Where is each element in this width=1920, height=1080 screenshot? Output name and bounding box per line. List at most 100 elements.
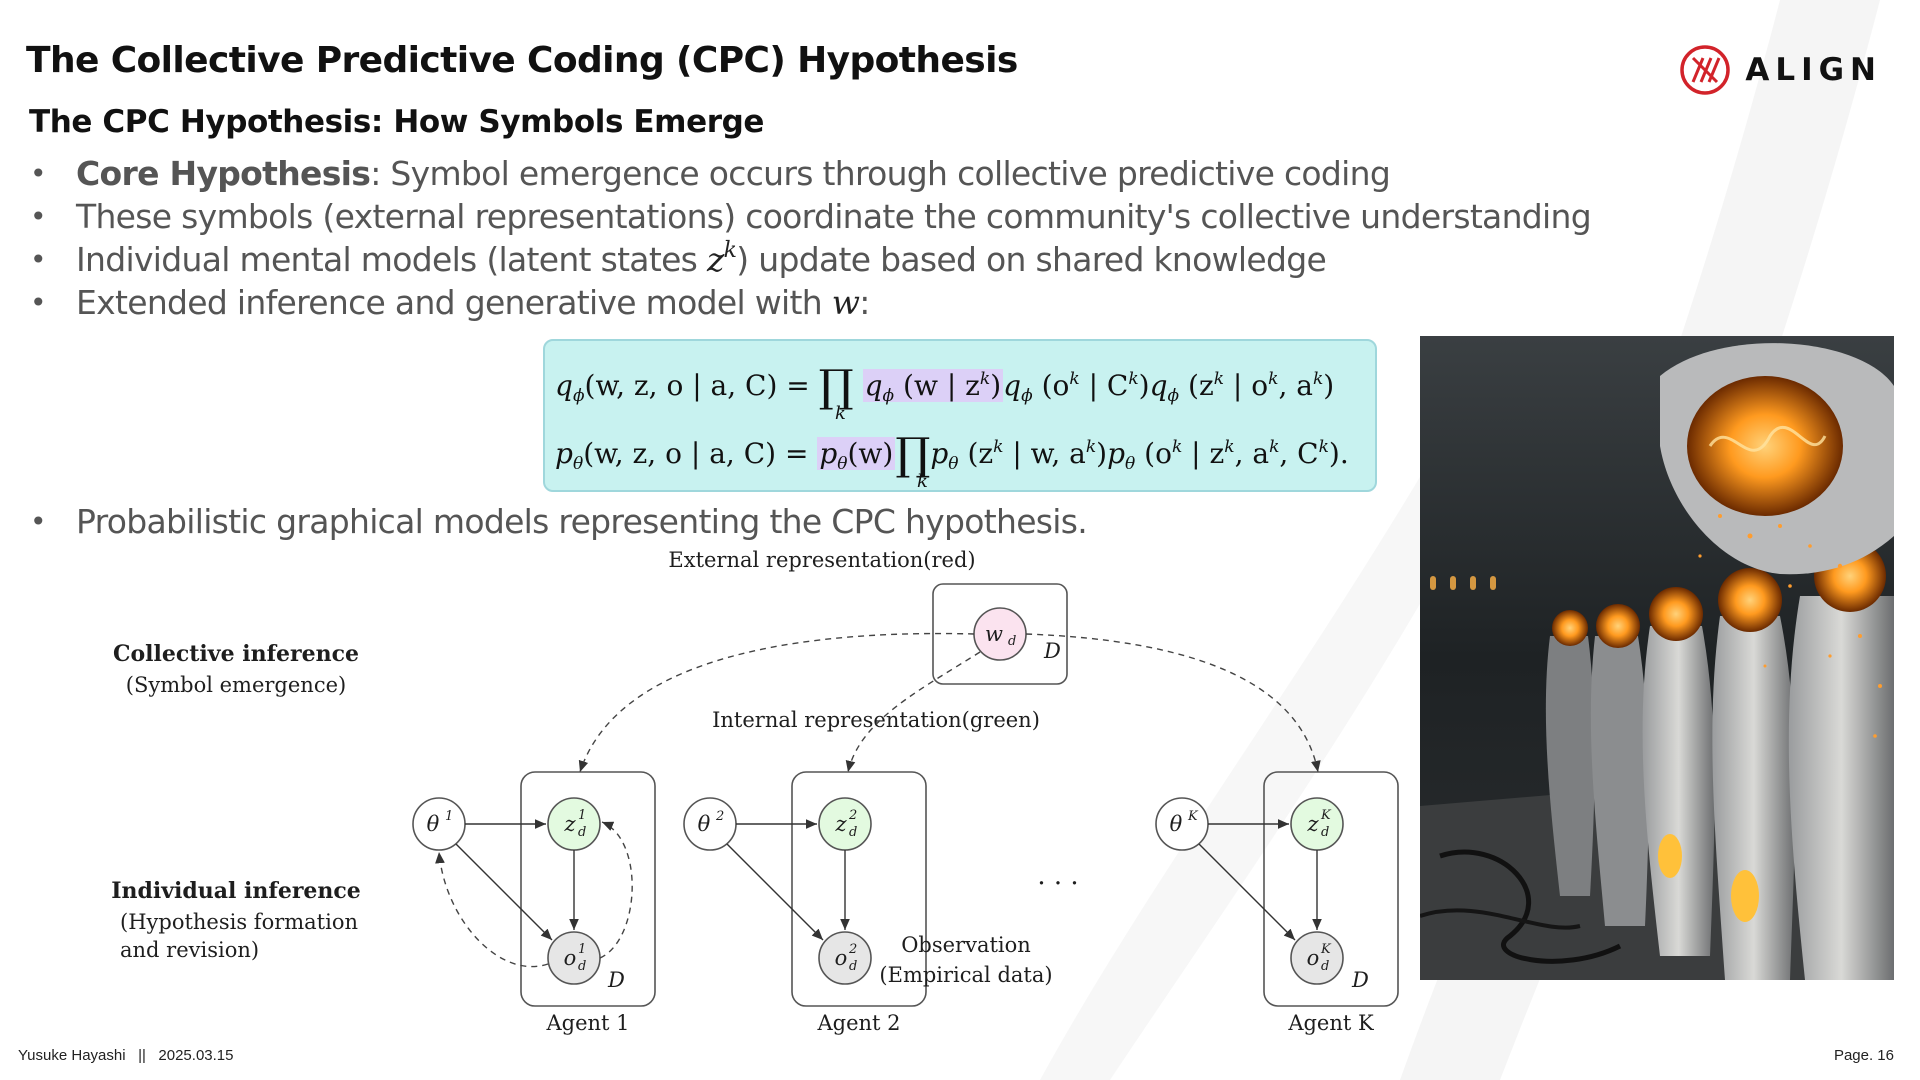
bullet-extended-model: Extended inference and generative model … [28,281,1628,324]
eq-args: (o [1033,369,1070,402]
agent1-theta-sup: 1 [445,809,453,824]
footer-author: Yusuke Hayashi [18,1047,126,1064]
agent2-name: Agent 2 [816,1011,900,1035]
eq-sup: k [1069,369,1079,389]
agentK-z-label: z [1306,812,1319,836]
eq-args: | z [1182,437,1224,470]
eq-sup: k [1172,437,1182,457]
eq-args: , a [1278,369,1313,402]
individual-inference-sub2: and revision) [120,938,259,962]
eq-args: | o [1224,369,1268,402]
eq-args: , a [1235,437,1270,470]
eq-sup: k [980,369,990,389]
agent1-plate-label: D [607,968,625,992]
agents-ellipsis: · · · [1037,869,1078,899]
link-w-agent1 [580,634,974,772]
eq-phi: ϕ [1021,386,1033,406]
footer-date: 2025.03.15 [158,1047,233,1064]
external-representation-label: External representation(red) [668,548,975,572]
eq-sup: k [993,437,1003,457]
eq-sup: k [1214,369,1224,389]
eq-p: p [1107,437,1125,470]
slide-subtitle: The CPC Hypothesis: How Symbols Emerge [29,104,764,140]
eq-theta: θ [837,454,847,474]
agent1-z-sup: 1 [578,808,586,823]
footer-page-number: Page. 16 [1834,1047,1894,1064]
agent2-theta-label: θ [698,812,711,836]
edge-theta2-o2 [727,844,823,940]
internal-representation-label: Internal representation(green) [712,708,1040,732]
agentK-o-sub: d [1321,959,1329,974]
agent2-o-sup: 2 [848,942,857,957]
agentK-theta-label: θ [1170,812,1183,836]
agentK-theta-sup: K [1187,809,1199,824]
bullet-text: : [859,283,869,322]
eq-args: (z [959,437,994,470]
observation-label: Observation [901,933,1031,957]
eq-q: q [555,369,573,402]
eq-q: q [1003,369,1021,402]
agent2-theta-sup: 2 [715,809,724,824]
individual-inference-title: Individual inference [111,878,361,904]
bullet-text: ) update based on shared knowledge [736,240,1326,279]
edge-theta1-o1 [456,844,552,940]
equation-generative: pθ(w, z, o | a, C) = pθ(w)∏kpθ (zk | w, … [555,423,1349,474]
agent2-o-label: o [835,946,848,970]
eq-p: p [819,437,837,470]
eq-args: | C [1080,369,1129,402]
bullet-list-2: Probabilistic graphical models represent… [28,500,1328,543]
agentK-o-label: o [1307,946,1320,970]
eq-sup: k [1268,369,1278,389]
bullet-text: Extended inference and generative model … [76,283,832,322]
eq-sup: k [1128,369,1138,389]
agentK-name: Agent K [1287,1011,1374,1035]
bullet-core-hypothesis: Core Hypothesis: Symbol emergence occurs… [28,152,1628,195]
agent2-z-sub: d [849,825,857,840]
bullet-graphical-models: Probabilistic graphical models represent… [28,500,1328,543]
agentK-z-sup: K [1320,808,1332,823]
robots-with-glowing-brains-image [1420,336,1894,980]
collective-inference-title: Collective inference [113,641,359,667]
equation-inference: qϕ(w, z, o | a, C) = ∏k qϕ (w | zk)qϕ (o… [555,355,1334,406]
eq-q: q [865,369,883,402]
eq-prod-index: k [917,471,928,492]
agentK-o-sup: K [1320,942,1332,957]
eq-theta: θ [573,454,583,474]
eq-phi: ϕ [883,386,895,406]
slide-title: The Collective Predictive Coding (CPC) H… [26,40,1018,81]
eq-sup: k [1269,437,1279,457]
eq-args: (z [1179,369,1214,402]
bullet-text: Probabilistic graphical models represent… [76,502,1087,541]
agent1-theta-label: θ [427,812,440,836]
agent1-z-label: z [563,812,576,836]
eq-sup: k [1313,369,1323,389]
bullet-symbols: These symbols (external representations)… [28,195,1628,238]
eq-phi: ϕ [573,386,585,406]
eq-q: q [1150,369,1168,402]
agent1-o-label: o [564,946,577,970]
agent1-z-sub: d [578,825,586,840]
math-var-w: w [832,283,860,322]
agent1-o-sup: 1 [578,942,586,957]
cpc-graphical-model-diagram: Collective inference (Symbol emergence) … [100,540,1410,1040]
agent2-o-sub: d [849,959,857,974]
eq-highlight-q-w: qϕ (w | zk) [863,369,1004,402]
edge-thetaK-oK [1199,844,1295,940]
eq-args: (w) [848,437,894,470]
eq-args: (w, z, o | a, C) = [585,369,819,402]
agent1-name: Agent 1 [545,1011,629,1035]
w-node-sub: d [1008,634,1016,649]
eq-prod-index: k [835,403,846,424]
observation-sub: (Empirical data) [879,963,1052,987]
agentK-plate-label: D [1351,968,1369,992]
eq-sup: k [1086,437,1096,457]
eq-p: p [930,437,948,470]
bullet-list: Core Hypothesis: Symbol emergence occurs… [28,152,1628,324]
bullet-mental-models: Individual mental models (latent states … [28,238,1628,281]
agent2-z-sup: 2 [848,808,857,823]
eq-args: (w | z [894,369,980,402]
eq-highlight-prior: pθ(w) [817,437,895,470]
eq-theta: θ [948,454,958,474]
footer-author-date: Yusuke Hayashi || 2025.03.15 [18,1047,233,1064]
agentK-z-sub: d [1321,825,1329,840]
